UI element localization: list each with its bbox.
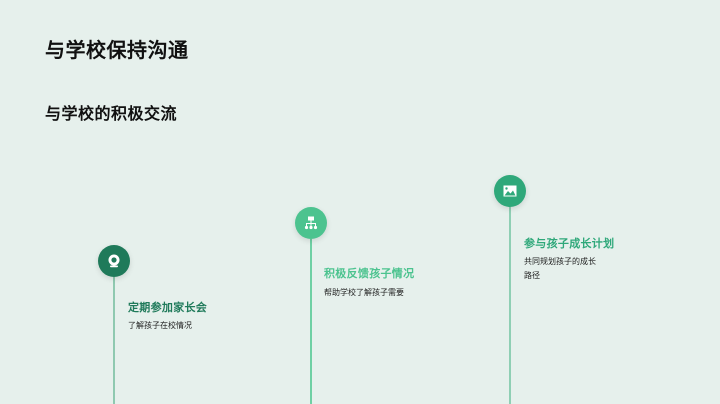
webcam-icon — [108, 254, 120, 268]
step-description: 了解孩子在校情况 — [128, 321, 192, 330]
timeline-line — [113, 277, 115, 404]
timeline-line — [310, 239, 312, 404]
slide-title: 与学校保持沟通 — [45, 38, 189, 62]
timeline-line — [509, 207, 511, 404]
step-heading: 积极反馈孩子情况 — [324, 267, 415, 280]
step-icon-circle — [494, 175, 526, 207]
step-heading: 参与孩子成长计划 — [524, 237, 615, 250]
step-description: 帮助学校了解孩子需要 — [324, 288, 404, 297]
slide-subtitle: 与学校的积极交流 — [45, 104, 178, 123]
image-icon — [503, 185, 517, 197]
step-description: 共同规划孩子的成长路径 — [524, 257, 596, 280]
step-icon-circle — [295, 207, 327, 239]
sitemap-icon — [304, 216, 318, 230]
step-heading: 定期参加家长会 — [128, 301, 208, 314]
step-icon-circle — [98, 245, 130, 277]
